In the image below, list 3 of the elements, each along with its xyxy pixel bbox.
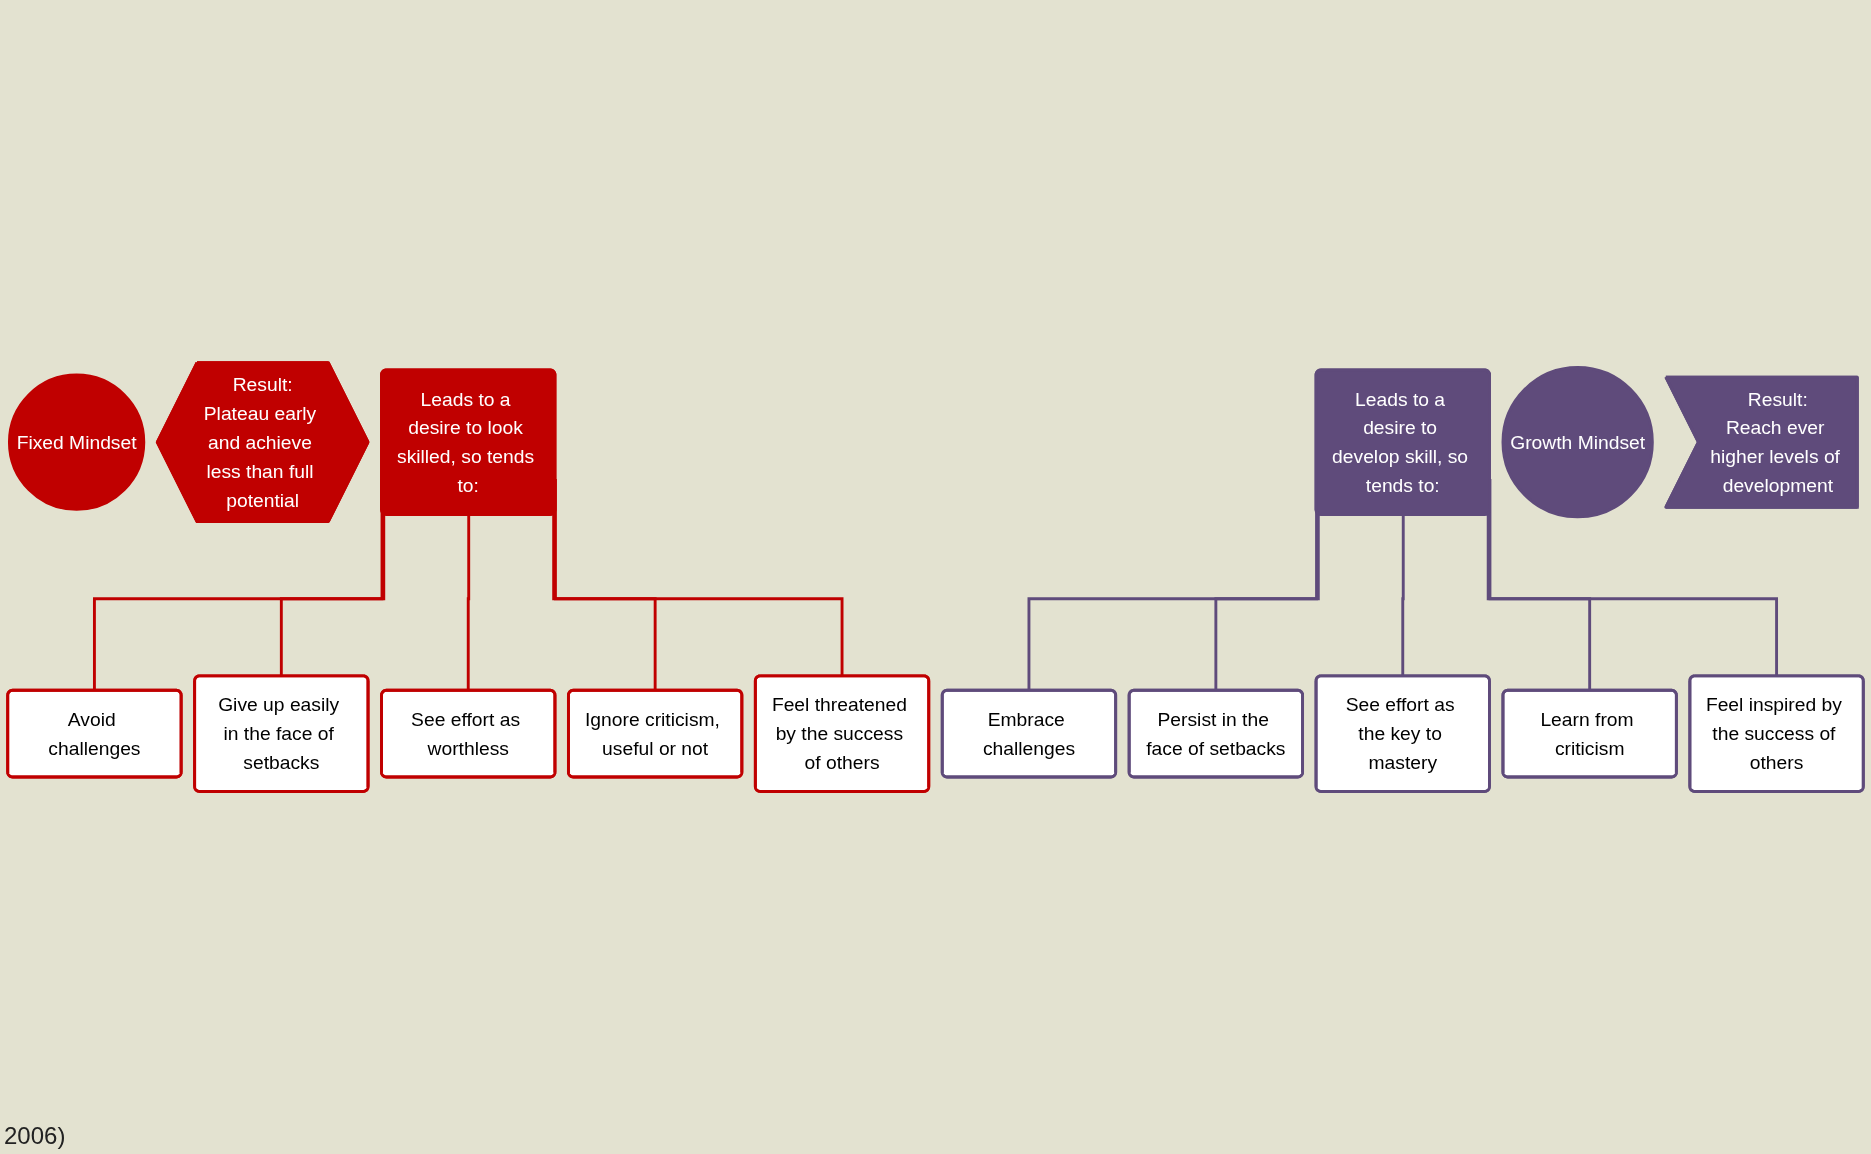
node-circle: Growth Mindset	[1501, 365, 1654, 519]
node-circle: Fixed Mindset	[7, 373, 146, 511]
citation-note: 2006)	[4, 1122, 66, 1149]
